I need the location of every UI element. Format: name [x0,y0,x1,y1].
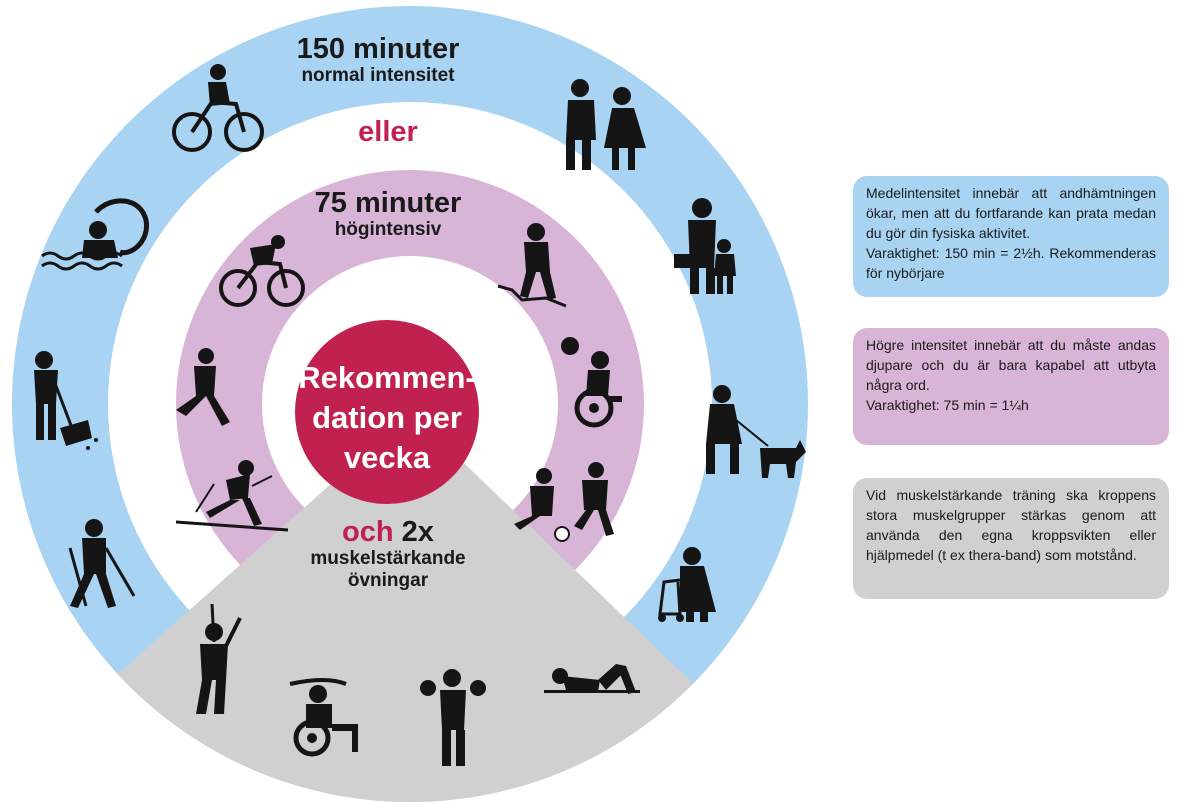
walker-elderly-icon [658,547,716,622]
center-circle [295,320,479,504]
outer-ring-title: 150 minuter [296,33,460,65]
moderate-duration: Varaktighet: 150 min = 2½h. Rekommendera… [866,245,1156,281]
walking-with-child-icon [674,198,736,294]
football-icon [514,462,614,542]
center-label: Rekommen- dation per vecka [295,358,479,478]
separator-text: eller [358,116,418,148]
outer-ring-subtitle: normal intensitet [301,65,455,86]
dancing-couple-icon [566,79,646,170]
cycling-icon [172,64,264,152]
hiking-icon [497,223,567,308]
strength-description: Vid muskelstärkande träning ska kroppens… [866,487,1156,563]
strength-count: 2x [401,516,434,548]
moderate-intensity-box: Medelintensitet innebär att andhämtninge… [853,176,1169,297]
strength-line-2: övningar [347,570,429,591]
recommendation-wheel [12,6,808,802]
moderate-description: Medelintensitet innebär att andhämtninge… [866,185,1156,241]
high-intensity-box: Högre intensitet innebär att du måste an… [853,328,1169,445]
road-cycling-icon [219,235,305,307]
dog-walking-icon [706,385,806,478]
sit-up-icon [544,664,640,694]
strength-wedge [100,440,700,802]
outer-ring-label: 150 minuter normal intensitet [250,33,506,87]
raking-leaves-icon [34,351,98,450]
wheelchair-ball-icon [561,337,622,428]
running-icon [176,348,230,426]
middle-ring-subtitle: högintensiv [334,219,442,240]
cross-country-skiing-icon [175,460,289,532]
center-line-2: dation per [312,400,462,435]
strength-box: Vid muskelstärkande träning ska kroppens… [853,478,1169,599]
strength-och: och [342,516,394,548]
dumbbell-icon [420,669,486,766]
center-line-3: vecka [343,440,431,475]
strength-label: och 2x muskelstärkande övningar [288,516,488,592]
high-duration: Varaktighet: 75 min = 1¼h [866,397,1029,413]
wheelchair-band-icon [289,678,358,757]
center-line-1: Rekommen- [298,360,476,395]
resistance-band-icon [196,603,242,714]
high-description: Högre intensitet innebär att du måste an… [866,337,1156,393]
middle-ring-title: 75 minuter [314,187,462,219]
middle-ring-label: 75 minuter högintensiv [288,187,488,241]
strength-line-1: muskelstärkande [310,548,466,569]
swimming-icon [41,198,149,271]
nordic-walking-icon [68,519,136,608]
